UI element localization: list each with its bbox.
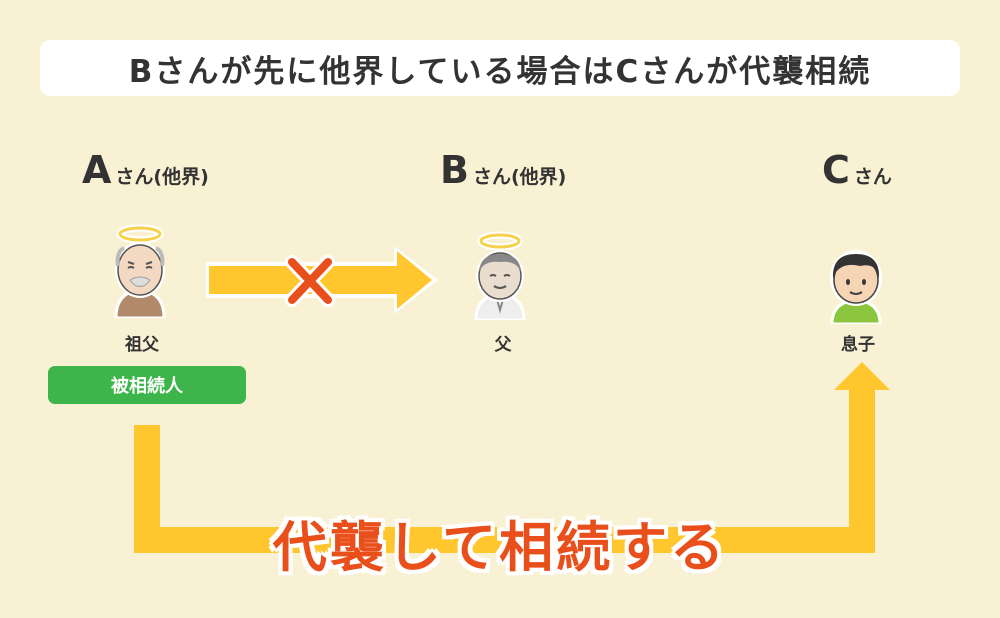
person-b-letter: B [440, 148, 469, 192]
page-title-text: Bさんが先に他界している場合はCさんが代襲相続 [128, 53, 872, 90]
decedent-badge: 被相続人 [48, 366, 246, 404]
cross-mark-icon [285, 255, 335, 307]
person-c-role: 息子 [841, 335, 875, 355]
inheritance-label-text: 代襲して相続する [272, 515, 728, 579]
person-c-heading: C さん [822, 148, 892, 192]
inheritance-label: 代襲して相続する [258, 502, 742, 582]
person-b-heading: B さん(他界) [440, 148, 566, 192]
decedent-badge-label: 被相続人 [111, 376, 183, 397]
person-a-heading: A さん(他界) [82, 148, 209, 192]
page-title: Bさんが先に他界している場合はCさんが代襲相続 [40, 40, 960, 96]
grandfather-angel-icon [114, 224, 166, 318]
son-icon [830, 250, 882, 324]
person-c-suffix: さん [853, 166, 892, 188]
father-angel-icon [474, 231, 526, 320]
person-b-suffix: さん(他界) [472, 166, 567, 188]
person-a-suffix: さん(他界) [115, 166, 209, 188]
inheritance-path-arrow [134, 362, 890, 553]
person-a-role: 祖父 [125, 335, 159, 355]
person-b-role: 父 [494, 335, 512, 355]
person-c-letter: C [822, 148, 850, 192]
person-a-letter: A [82, 148, 112, 192]
